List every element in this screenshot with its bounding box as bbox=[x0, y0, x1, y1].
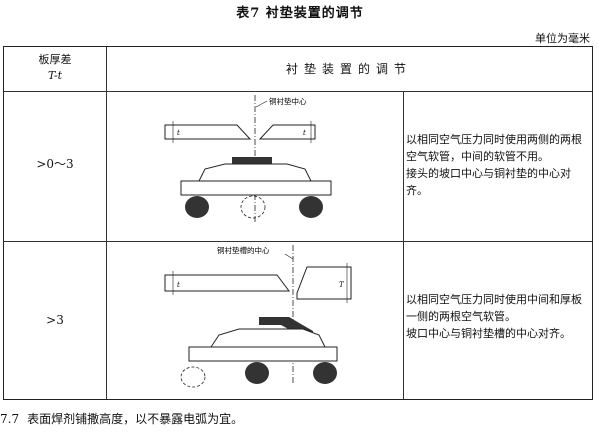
row1-copper-backing bbox=[232, 157, 272, 164]
row2-leader bbox=[284, 253, 294, 260]
column-divider bbox=[106, 47, 107, 399]
row2-carriage-base bbox=[188, 346, 338, 362]
row2-middle-hose bbox=[245, 362, 269, 384]
table-caption: 表7 衬垫装置的调节 bbox=[236, 6, 364, 21]
clause-text: 表面焊剂铺撒高度，以不暴露电弧为宜。 bbox=[27, 412, 244, 426]
header-col1-line2: T-t bbox=[47, 69, 63, 82]
row2-diagram-label: 铜衬垫槽的中心 bbox=[217, 245, 270, 255]
header-adjustment: 衬垫装置的调节 bbox=[285, 62, 412, 76]
description-divider bbox=[403, 91, 404, 399]
row1-left-plate bbox=[164, 124, 252, 140]
row2-description: 以相同空气压力同时使用中间和厚板一侧的两根空气软管。 坡口中心与铜衬垫槽的中心对… bbox=[406, 291, 588, 342]
clause-note: 7.7 表面焊剂铺撒高度，以不暴露电弧为宜。 bbox=[0, 410, 243, 427]
unit-label: 单位为毫米 bbox=[535, 32, 590, 45]
row2-right-t: T bbox=[339, 281, 345, 289]
row-divider bbox=[4, 241, 592, 242]
row2-diagram: 铜衬垫槽的中心 t T bbox=[164, 245, 352, 388]
row1-description: 以相同空气压力同时使用两侧的两根空气软管，中间的软管不用。 接头的坡口中心与铜衬… bbox=[406, 131, 588, 199]
row2-left-plate bbox=[164, 274, 290, 292]
row1-diagram-label: 铜衬垫中心 bbox=[269, 96, 307, 106]
row1-left-hose bbox=[185, 196, 209, 218]
row1-leader bbox=[255, 100, 268, 108]
row1-condition: >0～3 bbox=[36, 157, 74, 171]
header-divider bbox=[4, 91, 592, 92]
adjustment-table: 板厚差 T-t 衬垫装置的调节 >0～3 铜衬垫中心 t t 以相同空气压力同时… bbox=[3, 46, 593, 400]
row1-carriage-top bbox=[198, 163, 312, 182]
header-col1-line1: 板厚差 bbox=[38, 53, 72, 66]
row2-carriage-top bbox=[210, 328, 326, 348]
row1-right-hose bbox=[299, 196, 323, 218]
row2-condition: >3 bbox=[46, 313, 64, 327]
row1-right-plate bbox=[258, 124, 316, 140]
row2-right-hose bbox=[313, 362, 337, 384]
row1-middle-hose bbox=[240, 195, 266, 219]
row2-left-hose bbox=[180, 366, 206, 388]
row1-left-t: t bbox=[177, 129, 180, 137]
row1-desc-line1: 以相同空气压力同时使用两侧的两根空气软管，中间的软管不用。 bbox=[406, 133, 582, 163]
row2-desc-line1: 以相同空气压力同时使用中间和厚板一侧的两根空气软管。 bbox=[406, 293, 582, 323]
row1-right-t: t bbox=[303, 129, 306, 137]
row1-carriage-base bbox=[180, 180, 332, 196]
row1-diagram: 铜衬垫中心 t t bbox=[164, 95, 332, 223]
row1-desc-line2: 接头的坡口中心与铜衬垫的中心对齐。 bbox=[406, 167, 571, 197]
row2-left-t: t bbox=[177, 281, 180, 289]
row2-right-plate bbox=[296, 266, 352, 300]
header-thickness-difference: 板厚差 T-t bbox=[4, 47, 106, 91]
clause-number: 7.7 bbox=[0, 412, 20, 426]
row2-desc-line2: 坡口中心与铜衬垫槽的中心对齐。 bbox=[406, 327, 571, 340]
